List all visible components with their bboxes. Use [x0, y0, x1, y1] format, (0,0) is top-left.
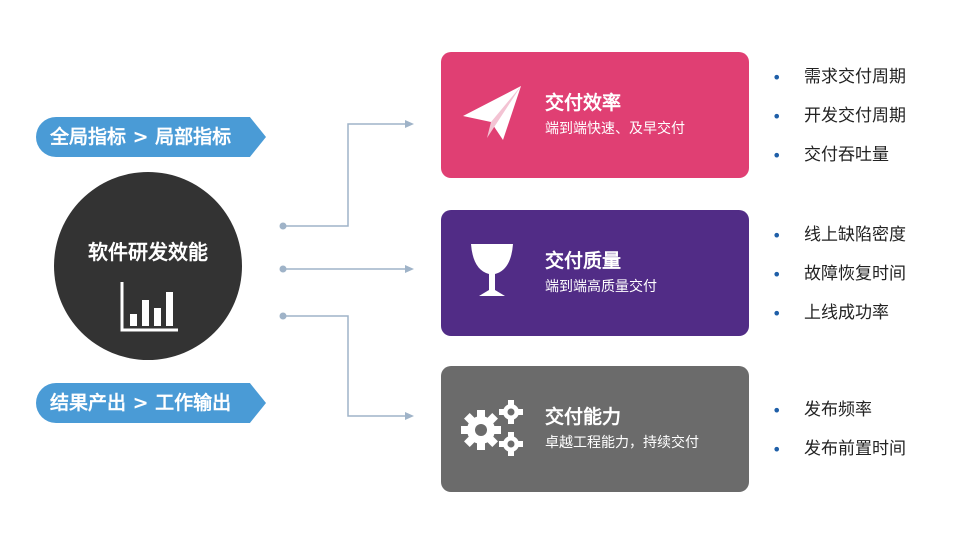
connector-efficiency [279, 120, 414, 230]
scope-tag-global-over-local: 全局指标 > 局部指标 [36, 117, 266, 157]
gears-icon [461, 400, 523, 456]
card-subtitle: 卓越工程能力，持续交付 [545, 435, 699, 451]
bar-chart-icon [120, 282, 178, 332]
metric-item: 需求交付周期 [772, 58, 952, 97]
card-subtitle: 端到端快速、及早交付 [545, 121, 685, 137]
card-title: 交付能力 [545, 406, 622, 428]
card-subtitle: 端到端高质量交付 [545, 279, 657, 295]
goblet-icon [471, 244, 513, 296]
metric-item: 发布频率 [772, 391, 952, 430]
metric-item: 上线成功率 [772, 294, 952, 333]
connector-capability [279, 312, 414, 420]
card-title: 交付效率 [545, 92, 622, 114]
scope-tag-outcome-over-output: 结果产出 > 工作输出 [36, 383, 266, 423]
metrics-list-quality: 线上缺陷密度 故障恢复时间 上线成功率 [772, 216, 952, 333]
metric-item: 故障恢复时间 [772, 255, 952, 294]
card-delivery-efficiency: 交付效率 端到端快速、及早交付 [441, 52, 749, 178]
center-circle: 软件研发效能 [54, 172, 242, 360]
metrics-list-capability: 发布频率 发布前置时间 [772, 391, 952, 469]
metric-item: 线上缺陷密度 [772, 216, 952, 255]
metric-item: 交付吞吐量 [772, 136, 952, 175]
paper-plane-icon [463, 86, 521, 140]
card-delivery-quality: 交付质量 端到端高质量交付 [441, 210, 749, 336]
metric-item: 开发交付周期 [772, 97, 952, 136]
card-title: 交付质量 [545, 250, 622, 272]
metrics-list-efficiency: 需求交付周期 开发交付周期 交付吞吐量 [772, 58, 952, 175]
connector-quality [279, 265, 414, 273]
metric-item: 发布前置时间 [772, 430, 952, 469]
center-title: 软件研发效能 [88, 240, 208, 264]
card-delivery-capability: 交付能力 卓越工程能力，持续交付 [441, 366, 749, 492]
